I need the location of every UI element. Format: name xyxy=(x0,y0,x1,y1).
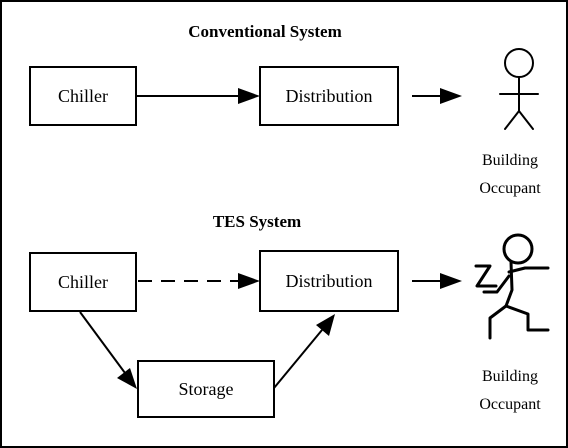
tes-occupant-label-line2: Occupant xyxy=(479,396,541,413)
conventional-chiller-label: Chiller xyxy=(58,86,108,106)
tes-occupant-label-line1: Building xyxy=(482,368,538,385)
tes-storage-to-distribution-arrow xyxy=(273,314,335,389)
tes-distribution-box: Distribution xyxy=(259,250,399,312)
conventional-distribution-box: Distribution xyxy=(259,66,399,126)
tes-chiller-label: Chiller xyxy=(58,272,108,292)
tes-chiller-to-storage-arrow xyxy=(79,311,137,389)
tes-storage-box: Storage xyxy=(137,360,275,418)
tes-storage-label: Storage xyxy=(179,379,234,399)
conventional-occupant-label-line1: Building xyxy=(482,152,538,169)
conventional-system-title: Conventional System xyxy=(188,22,341,41)
conventional-chiller-to-distribution-arrow xyxy=(136,88,260,104)
running-occupant-icon xyxy=(474,233,550,340)
standing-occupant-icon xyxy=(499,48,539,130)
tes-system-title: TES System xyxy=(213,212,301,231)
conventional-occupant-label-line2: Occupant xyxy=(479,180,541,197)
tes-distribution-label: Distribution xyxy=(285,271,372,291)
conventional-chiller-box: Chiller xyxy=(29,66,137,126)
conventional-distribution-label: Distribution xyxy=(285,86,372,106)
tes-chiller-to-distribution-dashed-arrow xyxy=(138,273,260,289)
tes-chiller-box: Chiller xyxy=(29,252,137,312)
conventional-distribution-to-occupant-arrow xyxy=(412,88,462,104)
tes-distribution-to-occupant-arrow xyxy=(412,273,462,289)
